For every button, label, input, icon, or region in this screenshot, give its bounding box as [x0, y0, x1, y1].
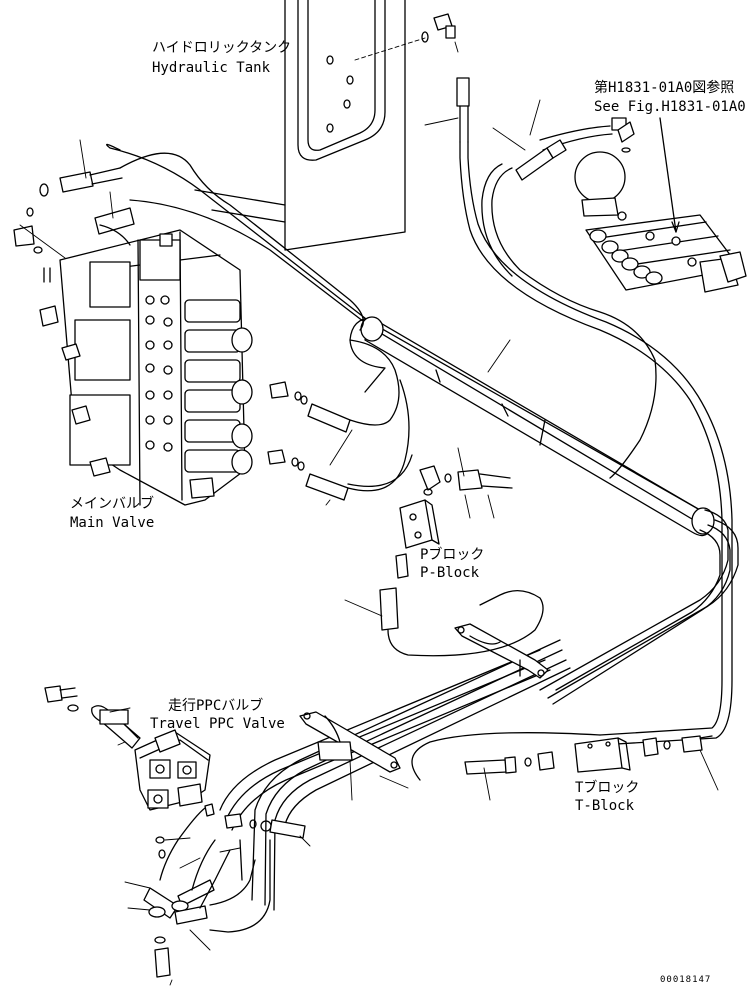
hose-clamp-lower — [299, 711, 401, 773]
tank-to-valve-group-hose — [481, 125, 657, 479]
label-travel-ppc-valve: 走行PPCバルブ Travel PPC Valve — [150, 697, 285, 732]
label-p-block-en: P-Block — [420, 565, 480, 581]
main-valve-right-hoses — [267, 339, 413, 501]
label-see-fig-jp: 第H1831-01A0図参照 — [594, 79, 734, 96]
p-block — [379, 465, 544, 657]
main-valve-spools — [184, 299, 253, 475]
label-main-valve-jp: メインバルブ — [70, 495, 154, 512]
label-travel-ppc-jp: 走行PPCバルブ — [168, 697, 263, 714]
label-p-block: Pブロック P-Block — [420, 546, 484, 581]
label-hydraulic-tank: ハイドロリックタンク Hydraulic Tank — [152, 40, 291, 76]
label-see-fig-en: See Fig.H1831-01A0 — [594, 99, 746, 115]
tank-elbow-fitting — [421, 13, 459, 53]
label-see-fig: 第H1831-01A0図参照 See Fig.H1831-01A0 — [594, 79, 746, 115]
label-hydraulic-tank-jp: ハイドロリックタンク — [152, 40, 291, 56]
main-valve — [39, 229, 253, 506]
main-valve-top-hoses — [13, 152, 364, 331]
label-hydraulic-tank-en: Hydraulic Tank — [152, 60, 271, 76]
tank-return-hose — [456, 77, 733, 746]
t-block — [411, 732, 713, 781]
label-t-block: Tブロック T-Block — [575, 779, 639, 814]
label-main-valve: メインバルブ Main Valve — [70, 495, 154, 531]
label-travel-ppc-en: Travel PPC Valve — [150, 716, 285, 732]
hydraulic-tank — [194, 0, 426, 251]
label-t-block-jp: Tブロック — [575, 779, 639, 796]
accumulator-valve-group — [574, 117, 747, 293]
hose-clamp-upper — [454, 623, 549, 679]
travel-ppc-valve — [134, 729, 211, 811]
travel-ppc-hoses — [143, 803, 306, 978]
leader-lines — [19, 99, 719, 986]
main-valve-side-fittings — [39, 305, 215, 499]
label-main-valve-en: Main Valve — [70, 515, 154, 531]
travel-ppc-bolts — [44, 685, 141, 749]
main-hose-bundle — [106, 143, 739, 705]
label-p-block-jp: Pブロック — [420, 546, 484, 563]
drawing-number: 00018147 — [660, 975, 711, 985]
label-t-block-en: T-Block — [575, 798, 635, 814]
main-valve-ports — [145, 295, 173, 452]
lower-hose-bundle — [219, 639, 571, 911]
